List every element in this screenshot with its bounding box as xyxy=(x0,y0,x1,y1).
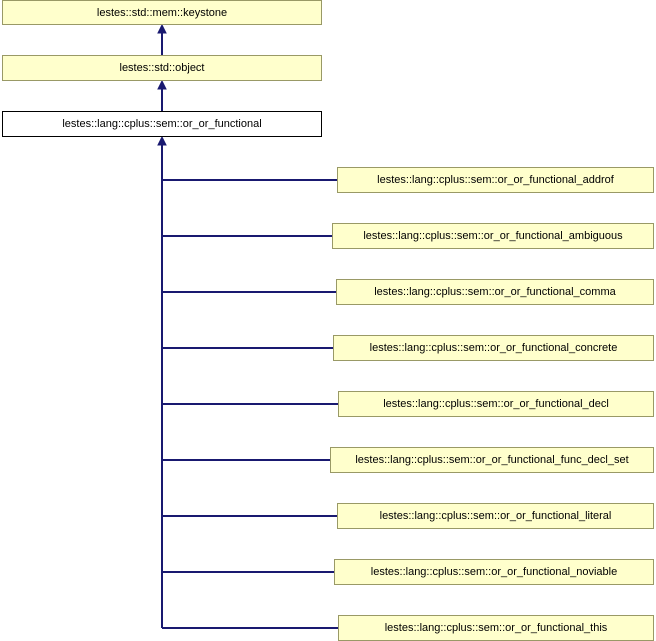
class-node-label: lestes::lang::cplus::sem::or_or_function… xyxy=(355,454,629,466)
class-node-or-or-functional-ambiguous[interactable]: lestes::lang::cplus::sem::or_or_function… xyxy=(332,223,654,249)
edge-orfunctional-to-object xyxy=(157,79,167,111)
class-node-label: lestes::lang::cplus::sem::or_or_function… xyxy=(363,230,623,242)
class-node-label: lestes::lang::cplus::sem::or_or_function… xyxy=(62,118,262,130)
class-node-or-or-functional-decl[interactable]: lestes::lang::cplus::sem::or_or_function… xyxy=(338,391,654,417)
class-node-or-or-functional-comma[interactable]: lestes::lang::cplus::sem::or_or_function… xyxy=(336,279,654,305)
class-node-label: lestes::lang::cplus::sem::or_or_function… xyxy=(379,510,612,522)
class-node-object[interactable]: lestes::std::object xyxy=(2,55,322,81)
edge-object-to-keystone xyxy=(157,23,167,55)
class-node-label: lestes::lang::cplus::sem::or_or_function… xyxy=(377,174,614,186)
class-node-label: lestes::std::mem::keystone xyxy=(96,6,228,19)
class-node-label: lestes::std::object xyxy=(119,62,205,74)
class-node-or-or-functional-literal[interactable]: lestes::lang::cplus::sem::or_or_function… xyxy=(337,503,654,529)
class-node-keystone[interactable]: lestes::std::mem::keystone xyxy=(2,0,322,25)
edge-derived-trunk xyxy=(157,135,167,628)
class-node-or-or-functional[interactable]: lestes::lang::cplus::sem::or_or_function… xyxy=(2,111,322,137)
class-node-label: lestes::lang::cplus::sem::or_or_function… xyxy=(374,286,616,298)
class-node-or-or-functional-noviable[interactable]: lestes::lang::cplus::sem::or_or_function… xyxy=(334,559,654,585)
class-node-label: lestes::lang::cplus::sem::or_or_function… xyxy=(369,342,618,354)
class-node-or-or-functional-concrete[interactable]: lestes::lang::cplus::sem::or_or_function… xyxy=(333,335,654,361)
class-node-or-or-functional-func-decl-set[interactable]: lestes::lang::cplus::sem::or_or_function… xyxy=(330,447,654,473)
class-node-label: lestes::lang::cplus::sem::or_or_function… xyxy=(383,398,609,410)
class-node-or-or-functional-this[interactable]: lestes::lang::cplus::sem::or_or_function… xyxy=(338,615,654,641)
class-node-label: lestes::lang::cplus::sem::or_or_function… xyxy=(370,566,618,578)
class-node-label: lestes::lang::cplus::sem::or_or_function… xyxy=(384,622,608,634)
class-node-or-or-functional-addrof[interactable]: lestes::lang::cplus::sem::or_or_function… xyxy=(337,167,654,193)
